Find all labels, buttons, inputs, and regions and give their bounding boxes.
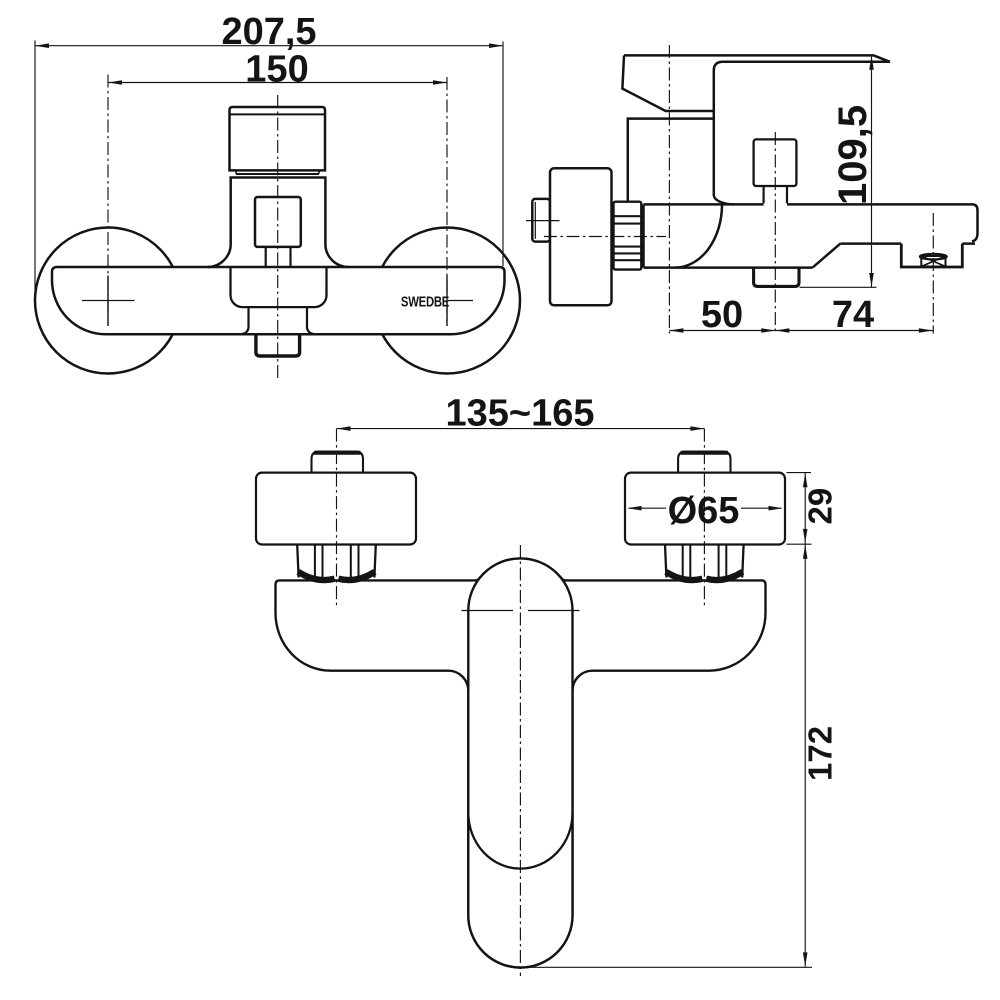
svg-text:150: 150	[245, 49, 308, 91]
svg-text:50: 50	[701, 294, 743, 336]
svg-text:Ø65: Ø65	[668, 490, 740, 532]
svg-text:109,5: 109,5	[831, 105, 875, 205]
svg-text:29: 29	[802, 488, 839, 525]
svg-text:207,5: 207,5	[221, 11, 316, 53]
svg-text:135~165: 135~165	[446, 393, 595, 435]
svg-text:SWEDBE: SWEDBE	[401, 293, 450, 310]
svg-text:172: 172	[802, 726, 839, 781]
svg-text:74: 74	[832, 294, 874, 336]
